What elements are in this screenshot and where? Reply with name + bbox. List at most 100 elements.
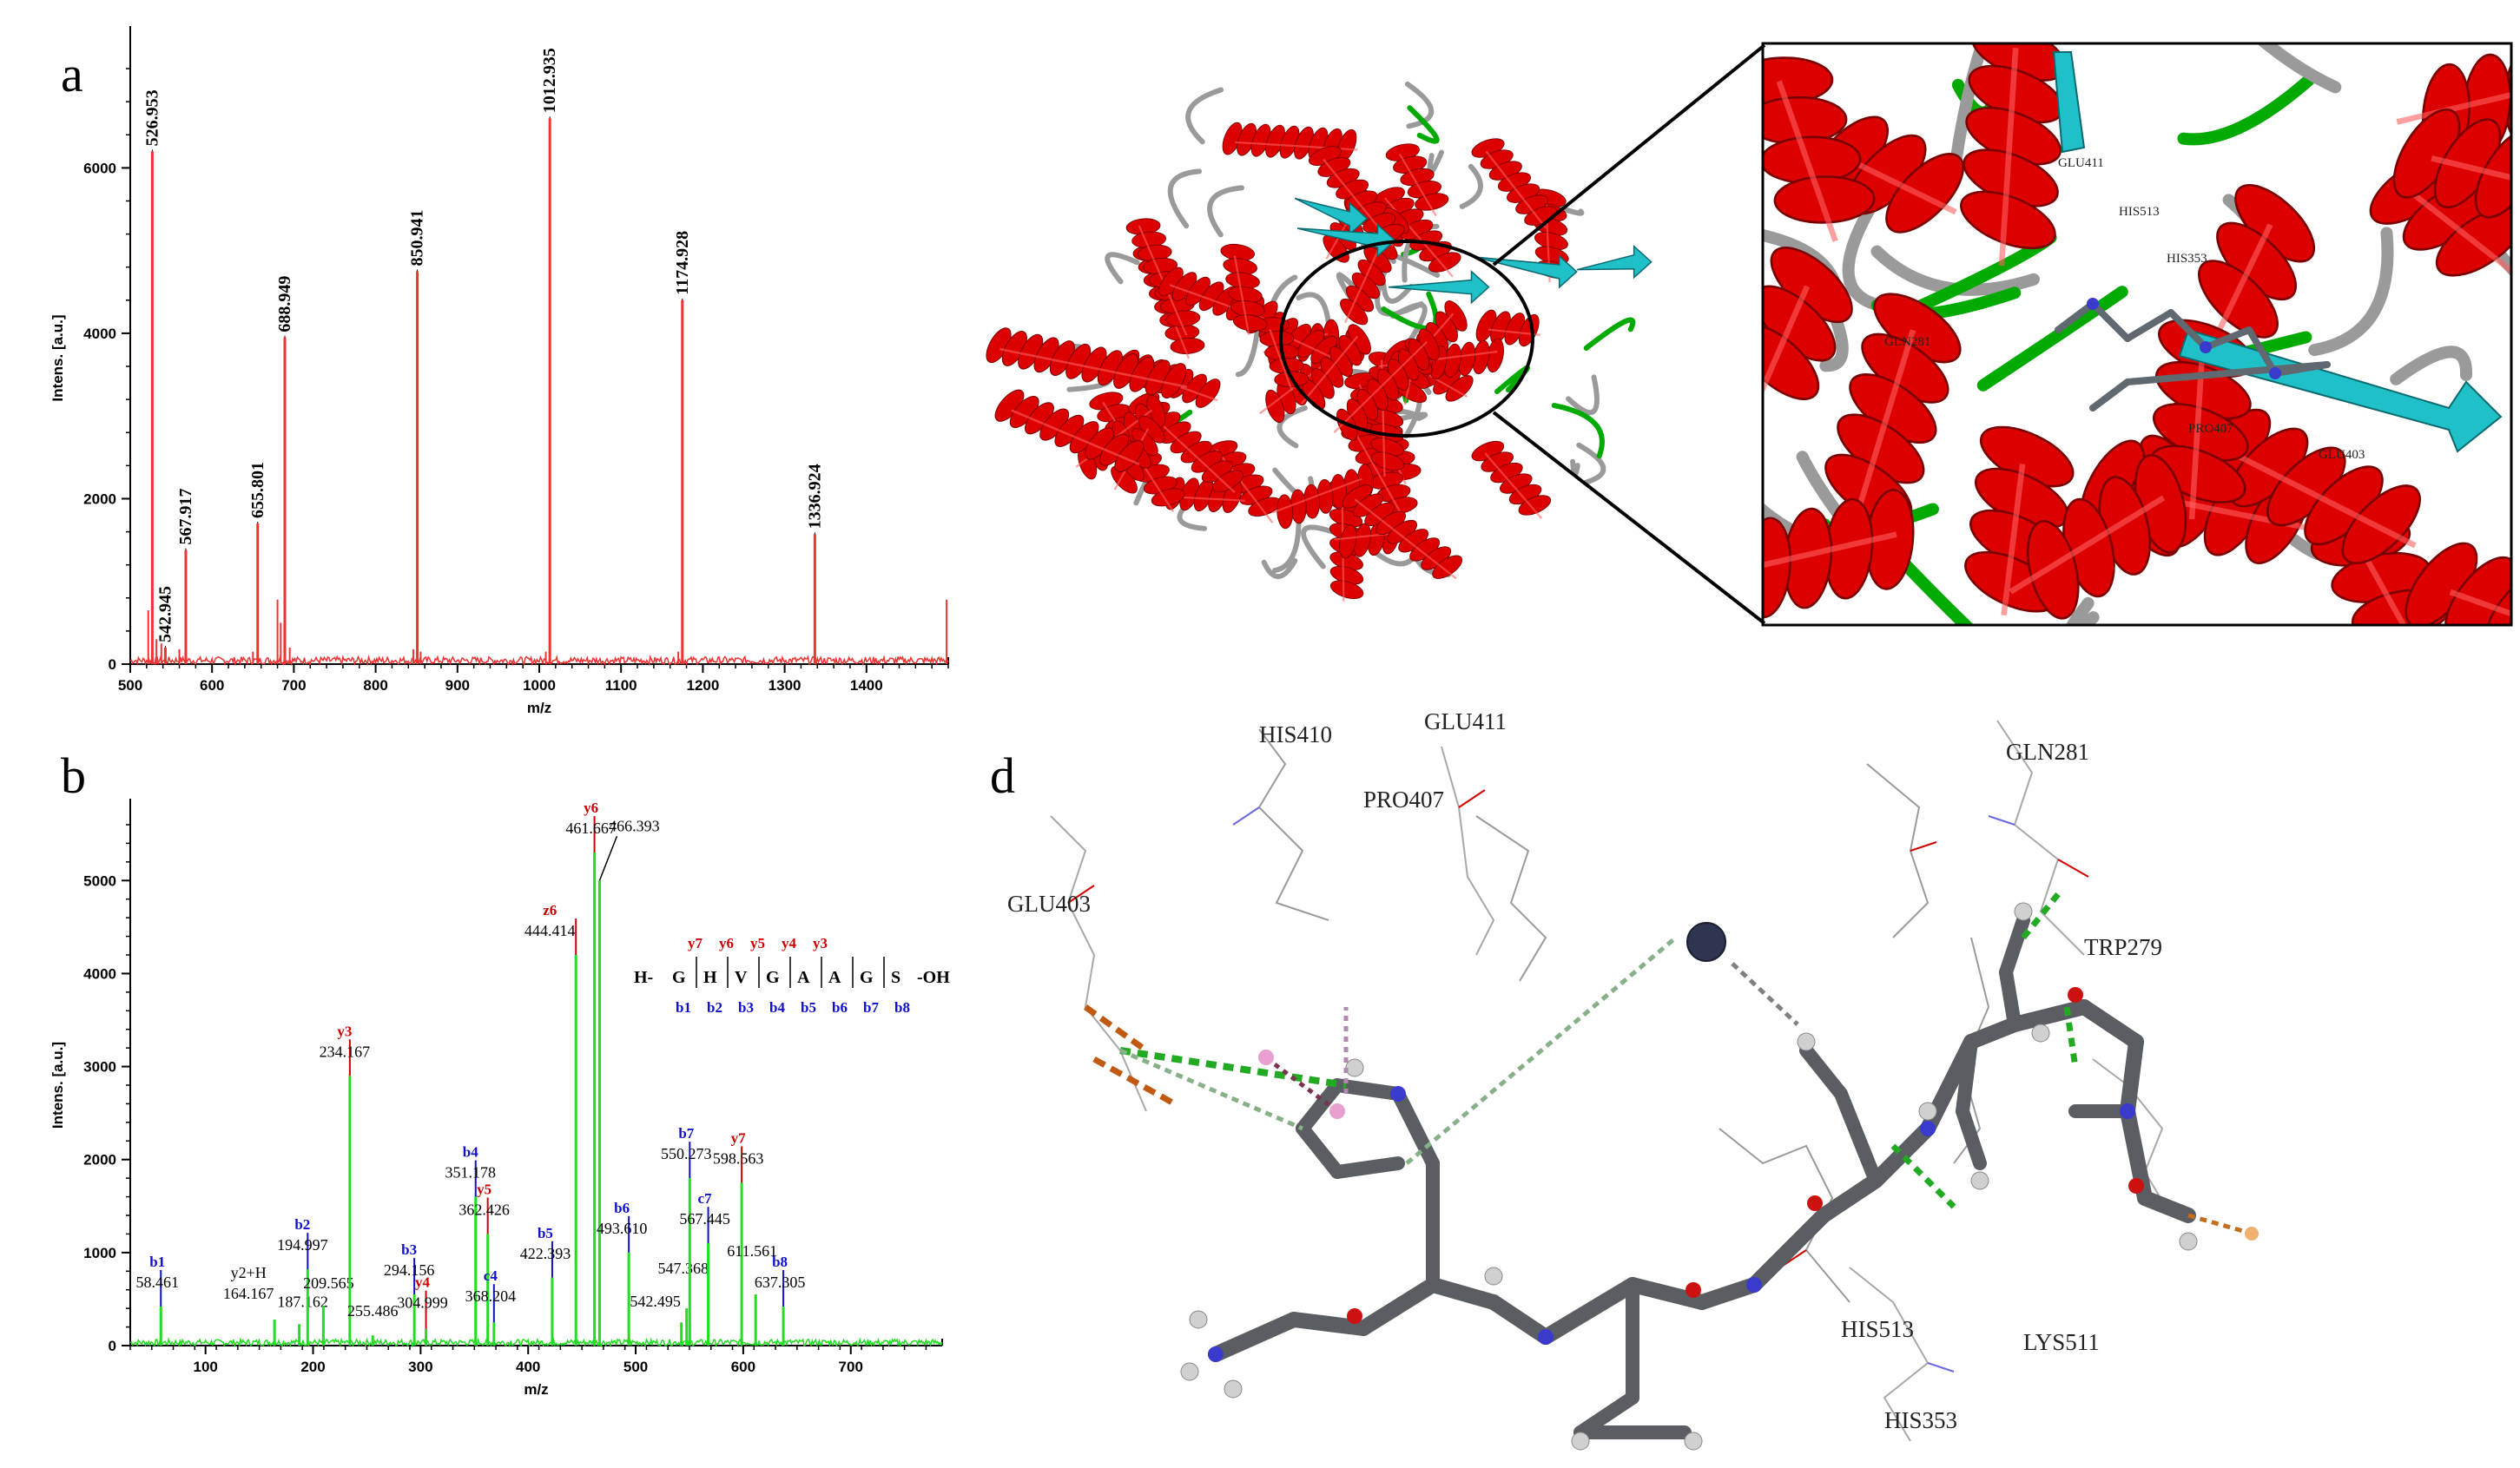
ion-label: z6	[543, 902, 557, 918]
peak-label: 187.162	[277, 1293, 328, 1310]
beta-strand	[1294, 197, 1369, 236]
peak-label: 550.273	[661, 1145, 712, 1162]
nitrogen-atom	[1746, 1277, 1762, 1293]
x-axis-title: m/z	[527, 700, 551, 716]
interaction-bond	[1119, 1048, 1303, 1131]
helix-highlight	[1233, 255, 1250, 335]
ligand-bond	[2202, 326, 2253, 351]
peak-label: 368.204	[465, 1287, 517, 1305]
peak-label: 164.167	[223, 1285, 274, 1302]
interaction-bond	[1266, 1057, 1339, 1113]
sequence-b-ion: b3	[738, 999, 754, 1016]
sequence-residue: G	[672, 968, 686, 987]
residue-label-glu411: GLU411	[2058, 156, 2104, 170]
residue-heteroatom	[1910, 841, 1937, 852]
ion-label: y5	[477, 1181, 491, 1197]
oxygen-atom	[2068, 987, 2083, 1003]
beta-strand	[1388, 269, 1490, 305]
peak-label: 1336.924	[805, 464, 824, 529]
alpha-helix-turn	[1763, 517, 1791, 619]
peak-label: 547.368	[657, 1260, 709, 1277]
residue-label-gln281: GLN281	[2006, 739, 2089, 765]
sequence-y-ion: y6	[719, 935, 734, 951]
alpha-helix-turn	[1415, 193, 1449, 211]
peak-label: 688.949	[275, 276, 294, 332]
ligand-sidechain	[1799, 1043, 1848, 1101]
nitrogen-atom	[2120, 1103, 2135, 1119]
beta-strand	[2178, 328, 2503, 453]
ligand-sidechain	[1296, 1078, 1344, 1136]
residue-heteroatom	[1458, 789, 1486, 808]
coil-loop	[1583, 317, 1636, 351]
residue-label-trp279: TRP279	[2084, 934, 2162, 960]
alpha-helix-turn	[1432, 555, 1463, 579]
ligand-bond	[1356, 1277, 1441, 1336]
x-tick-label: 100	[194, 1359, 218, 1375]
alpha-helix-turn	[1232, 314, 1268, 332]
peak-label: 637.305	[755, 1274, 806, 1291]
hydrogen-atom	[1684, 1432, 1703, 1451]
helix-highlight	[1354, 431, 1406, 521]
sequence-residue: A	[797, 968, 810, 987]
coil-loop	[1576, 442, 1606, 485]
ligand-bond	[2076, 999, 2144, 1050]
sequence-y-ion: y4	[782, 935, 797, 951]
alpha-helix-turn	[1960, 190, 2056, 250]
helix-highlight	[2230, 450, 2417, 549]
helix-highlight	[1485, 150, 1547, 229]
coil-loop	[1842, 195, 1882, 311]
peak-label: 526.953	[142, 89, 162, 146]
helix-highlight	[2009, 495, 2166, 595]
oxygen-atom	[1347, 1308, 1362, 1324]
alpha-helix-turn	[1165, 310, 1201, 327]
panel-label-a: a	[61, 46, 83, 102]
ligand-bond	[1694, 1277, 1762, 1310]
nitrogen-atom	[1208, 1346, 1224, 1362]
ion-label: b5	[538, 1225, 553, 1241]
residue-wireframe	[1996, 720, 2085, 956]
coil-loop	[2177, 73, 2316, 146]
sequence-b-ion: b1	[676, 999, 691, 1016]
peak-label: 1012.935	[540, 48, 559, 113]
peak-label: 209.565	[303, 1274, 354, 1292]
y-tick-label: 0	[109, 1338, 116, 1354]
helix-highlight	[1763, 531, 1897, 569]
residue-label-his513: HIS513	[2119, 205, 2160, 219]
coil-loop	[2390, 346, 2473, 385]
coil-loop	[1207, 185, 1244, 238]
ion-label: b7	[678, 1125, 694, 1142]
x-tick-label: 1200	[686, 677, 719, 694]
binding-site-circle	[1279, 240, 1534, 438]
ligand-bond	[1286, 1312, 1371, 1336]
y-tick-label: 4000	[83, 326, 116, 342]
helix-highlight	[2215, 223, 2273, 334]
sequence-residue: A	[828, 968, 841, 987]
helix-highlight	[1354, 498, 1457, 580]
residue-label-glu411: GLU411	[1424, 708, 1507, 734]
x-tick-label: 1000	[523, 677, 556, 694]
oxygen-atom	[1807, 1195, 1823, 1211]
coil-loop	[1105, 252, 1140, 285]
coil-loop	[1459, 163, 1483, 209]
hydrogen-atom	[1484, 1267, 1503, 1286]
peak-label: 461.667	[565, 820, 617, 837]
alpha-helix-turn	[1111, 465, 1138, 494]
y-tick-label: 5000	[83, 872, 116, 889]
oxygen-atom	[1685, 1282, 1701, 1298]
x-tick-label: 200	[300, 1359, 325, 1375]
peak-label: 1174.928	[673, 231, 692, 295]
helix-highlight	[999, 347, 1188, 389]
ligand-sidechain	[1834, 1087, 1883, 1188]
ligand-bond	[1816, 1173, 1883, 1223]
sequence-residue: G	[860, 968, 874, 987]
sequence-residue: S	[891, 968, 900, 987]
ion-label: b3	[401, 1241, 417, 1258]
sequence-b-ion: b2	[707, 999, 722, 1016]
peak-label: 422.393	[520, 1245, 571, 1262]
alpha-helix-turn	[1211, 470, 1244, 493]
ion-label: b4	[463, 1144, 478, 1161]
protein-overview	[973, 52, 1737, 642]
panel-label-d: d	[990, 747, 1015, 804]
coil-loop	[1551, 403, 1605, 459]
